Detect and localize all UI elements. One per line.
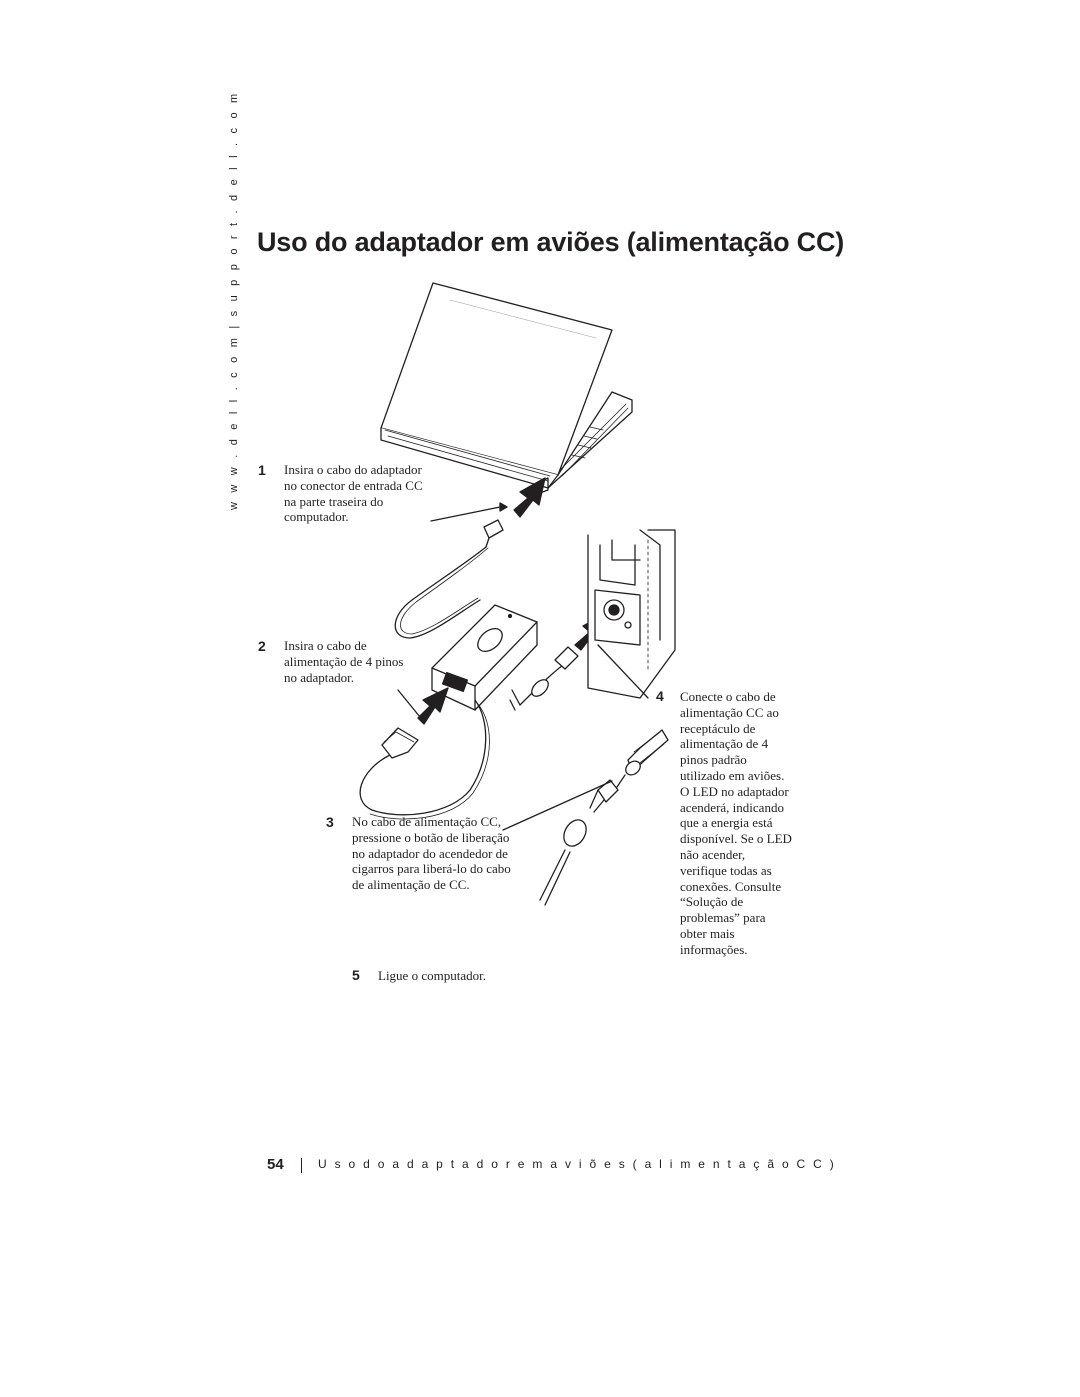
arrow-to-adapter: [417, 687, 449, 725]
step-2-number: 2: [258, 638, 266, 654]
footer-separator: [301, 1158, 302, 1173]
leader-line-step-3: [502, 780, 613, 831]
step-1-number: 1: [258, 462, 266, 478]
leader-line-step-4: [597, 644, 649, 699]
step-4-text-a: Conecte o cabo de alimentação CC ao rece…: [680, 689, 785, 783]
laptop-illustration: [380, 282, 633, 494]
step-5-text: Ligue o computador.: [378, 968, 486, 983]
leader-line-step-1: [430, 506, 501, 522]
footer-page-number: 54: [267, 1156, 284, 1173]
leader-line-step-2: [397, 689, 421, 718]
page-title: Uso do adaptador em aviões (alimentação …: [257, 227, 845, 257]
power-adapter: [431, 604, 538, 711]
footer-section-title: U s o d o a d a p t a d o r e m a v i õ …: [318, 1157, 837, 1171]
step-1-text: Insira o cabo do adaptador no conector d…: [284, 462, 423, 525]
step-2-text: Insira o cabo de alimentação de 4 pinos …: [284, 638, 404, 685]
step-5-number: 5: [352, 967, 360, 983]
step-4-text: Conecte o cabo de alimentação CC ao rece…: [680, 689, 795, 958]
step-3-text: No cabo de alimentação CC, pressione o b…: [352, 814, 511, 893]
arrow-to-laptop: [513, 477, 546, 518]
aircraft-cable-plug: [539, 729, 669, 906]
step-4-number: 4: [656, 688, 664, 704]
step-3-number: 3: [326, 814, 334, 830]
step-4-text-b: O LED no adaptador acenderá, indicando q…: [680, 783, 792, 957]
aircraft-socket: [587, 529, 676, 699]
